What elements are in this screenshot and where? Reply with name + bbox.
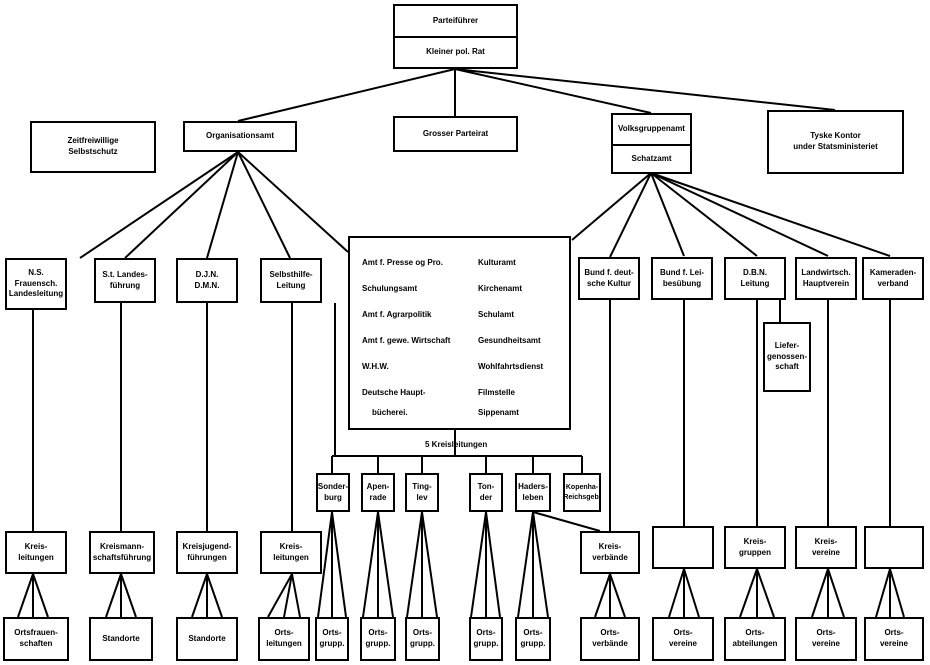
row6-13: Orts- vereine: [864, 617, 924, 661]
row5-right-3: Kreis- vereine: [795, 526, 857, 569]
row5-left-3: Kreis- leitungen: [260, 531, 322, 574]
row5-left-2: Kreisjugend- führungen: [176, 531, 238, 574]
org-child-sa: S.t. Landes- führung: [94, 258, 156, 303]
row5-right-0: Kreis- verbände: [580, 531, 640, 574]
row5-left-1: Kreismann- schaftsführung: [89, 531, 155, 574]
kreisleitungen-label: 5 Kreisleitungen: [425, 440, 488, 449]
office-left-0: Amt f. Presse og Pro.: [362, 258, 443, 267]
office-right-6: Sippenamt: [478, 408, 519, 417]
parteifuehrer-box: Parteiführer: [393, 4, 518, 38]
kreis-apenrade: Apen- rade: [361, 473, 395, 512]
row6-12: Orts- vereine: [795, 617, 857, 661]
office-left-6: bücherei.: [372, 408, 408, 417]
zeitfreiwillige-box: Zeitfreiwillige Selbstschutz: [30, 121, 156, 173]
org-child-djn: D.J.N. D.M.N.: [176, 258, 238, 303]
grosser-parteirat-box: Grosser Parteirat: [393, 116, 518, 152]
row6-0: Ortsfrauen- schaften: [3, 617, 69, 661]
kreis-sonderburg: Sonder- burg: [316, 473, 350, 512]
office-right-1: Kirchenamt: [478, 284, 523, 293]
office-left-5: Deutsche Haupt-: [362, 388, 426, 397]
schatzamt-box: Schatzamt: [611, 144, 692, 174]
org-child-frauenschaft: N.S. Frauensch. Landesleitung: [5, 258, 67, 310]
row6-3: Orts- leitungen: [258, 617, 310, 661]
row6-9: Orts- verbände: [580, 617, 640, 661]
row5-right-1: [652, 526, 714, 569]
row6-11: Orts- abteilungen: [724, 617, 786, 661]
kleiner-rat-box: Kleiner pol. Rat: [393, 36, 518, 69]
vg-child-kultur: Bund f. deut- sche Kultur: [578, 257, 640, 300]
office-right-2: Schulamt: [478, 310, 515, 319]
office-left-1: Schulungsamt: [362, 284, 418, 293]
row5-right-4: [864, 526, 924, 569]
row5-right-2: Kreis- gruppen: [724, 526, 786, 569]
office-left-4: W.H.W.: [362, 362, 389, 371]
row6-6: Orts- grupp.: [405, 617, 440, 661]
volksgruppenamt-box: Volksgruppenamt: [611, 113, 692, 146]
row6-8: Orts- grupp.: [515, 617, 551, 661]
vg-child-kameraden: Kameraden- verband: [862, 257, 924, 300]
liefergenossenschaft-box: Liefer- genossen- schaft: [763, 322, 811, 392]
kreis-tonder: Ton- der: [469, 473, 503, 512]
office-right-0: Kulturamt: [478, 258, 516, 267]
office-right-5: Filmstelle: [478, 388, 515, 397]
row5-left-0: Kreis- leitungen: [5, 531, 67, 574]
kreis-kopenhagen: Kopenha- Reichsgeb.: [563, 473, 601, 512]
tyske-kontor-box: Tyske Kontor under Statsministeriet: [767, 110, 904, 174]
row6-1: Standorte: [89, 617, 153, 661]
row6-2: Standorte: [176, 617, 238, 661]
office-left-2: Amt f. Agrarpolitik: [362, 310, 432, 319]
organisationsamt-box: Organisationsamt: [183, 121, 297, 152]
row6-4: Orts- grupp.: [315, 617, 349, 661]
row6-5: Orts- grupp.: [360, 617, 396, 661]
row6-10: Orts- vereine: [652, 617, 714, 661]
central-office-box: Amt f. Presse og Pro. Schulungsamt Amt f…: [348, 236, 571, 430]
vg-child-leibesuebung: Bund f. Lei- besübung: [651, 257, 713, 300]
vg-child-landwirtsch: Landwirtsch. Hauptverein: [795, 257, 857, 300]
office-left-3: Amt f. gewe. Wirtschaft: [362, 336, 451, 345]
org-child-selbsthilfe: Selbsthilfe- Leitung: [260, 258, 322, 303]
office-right-3: Gesundheitsamt: [478, 336, 541, 345]
kreis-hadersleben: Haders- leben: [515, 473, 551, 512]
kreis-tinglev: Ting- lev: [405, 473, 439, 512]
row6-7: Orts- grupp.: [469, 617, 503, 661]
vg-child-dbn: D.B.N. Leitung: [724, 257, 786, 300]
office-right-4: Wohlfahrtsdienst: [478, 362, 544, 371]
